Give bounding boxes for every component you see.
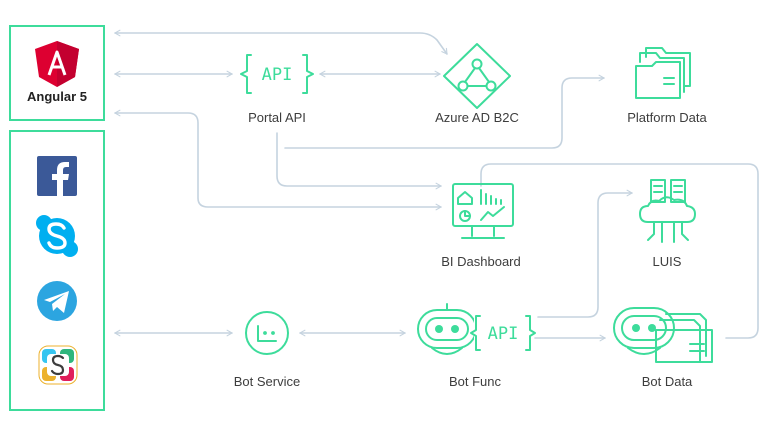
connector-platform-data-line bbox=[284, 74, 605, 149]
node-bi-dashboard: BI Dashboard bbox=[441, 183, 521, 269]
facebook-icon bbox=[37, 156, 77, 196]
azure-ad-icon bbox=[443, 43, 511, 109]
connector-bot-data-bi bbox=[480, 163, 759, 339]
dashboard-icon bbox=[452, 183, 514, 239]
api-icon: API bbox=[240, 54, 314, 94]
node-bot-service: Bot Service bbox=[234, 311, 300, 389]
bot-service-icon bbox=[245, 311, 289, 355]
luis-cloud-icon bbox=[639, 179, 696, 243]
bi-dashboard-label: BI Dashboard bbox=[441, 254, 521, 269]
node-azure-ad: Azure AD B2C bbox=[435, 43, 519, 125]
node-bot-data: Bot Data bbox=[613, 307, 713, 389]
luis-label: LUIS bbox=[653, 254, 682, 269]
folder-icon bbox=[635, 47, 691, 99]
platform-data-label: Platform Data bbox=[627, 110, 707, 125]
connector-angular-bi-dashboard bbox=[114, 109, 442, 211]
client-label: Angular 5 bbox=[27, 89, 87, 104]
node-portal-api: API Portal API bbox=[240, 54, 314, 125]
slack-icon bbox=[38, 345, 78, 385]
connector-angular-azure bbox=[114, 29, 448, 55]
connector-portal-api-bi-dashboard bbox=[276, 132, 442, 190]
connector-bot-func-luis bbox=[537, 189, 633, 318]
svg-text:API: API bbox=[262, 65, 293, 85]
node-platform-data: Platform Data bbox=[627, 47, 708, 125]
bot-func-label: Bot Func bbox=[449, 374, 502, 389]
connectors bbox=[114, 29, 759, 342]
telegram-icon bbox=[37, 281, 77, 321]
skype-icon bbox=[36, 215, 78, 257]
azure-ad-label: Azure AD B2C bbox=[435, 110, 519, 125]
client-box: Angular 5 bbox=[9, 25, 105, 121]
svg-text:API: API bbox=[488, 324, 519, 344]
bot-data-icon bbox=[613, 307, 713, 363]
bot-data-label: Bot Data bbox=[642, 374, 693, 389]
angular-logo-icon bbox=[35, 41, 79, 87]
node-bot-func: API Bot Func bbox=[417, 303, 536, 389]
node-luis: LUIS bbox=[639, 179, 696, 269]
channels-box bbox=[9, 130, 105, 411]
bot-service-label: Bot Service bbox=[234, 374, 300, 389]
portal-api-label: Portal API bbox=[248, 110, 306, 125]
bot-func-icon: API bbox=[417, 303, 536, 355]
